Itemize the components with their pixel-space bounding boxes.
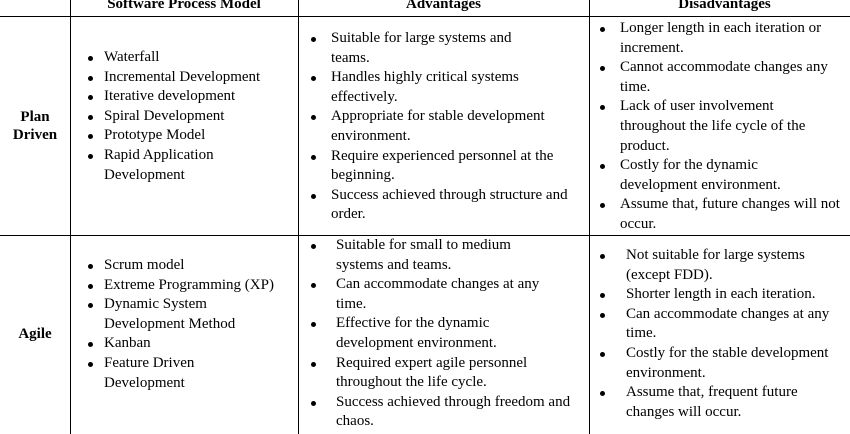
list-item: Suitable for large systems and teams. [311,29,546,68]
list-item: Require experienced personnel at the beg… [311,147,556,186]
row-divider [0,235,850,236]
list-item: Dynamic System Development Method [88,295,259,334]
list-item: Assume that, future changes will not occ… [600,195,845,234]
plan-driven-disadvantages-list: Longer length in each iteration or incre… [600,19,850,235]
list-item: Shorter length in each iteration. [600,285,850,305]
list-item: Success achieved through structure and o… [311,186,571,225]
list-item: Can accommodate changes at any time. [311,275,571,314]
list-item: Assume that, frequent future changes wil… [600,383,826,422]
agile-models-list: Scrum model Extreme Programming (XP) Dyn… [88,256,294,393]
header-divider [0,16,850,17]
list-item: Cannot accommodate changes any time. [600,58,850,97]
list-item: Not suitable for large systems (except F… [600,246,831,285]
agile-disadvantages-list: Not suitable for large systems (except F… [600,246,850,422]
list-item: Scrum model [88,256,294,276]
plan-driven-models-list: Waterfall Incremental Development Iterat… [88,48,294,185]
list-item: Can accommodate changes at any time. [600,305,850,344]
list-item: Required expert agile personnel througho… [311,354,551,393]
row-label-agile: Agile [18,326,52,342]
list-item: Extreme Programming (XP) [88,276,274,296]
list-item: Costly for the dynamic development envir… [600,156,820,195]
list-item: Feature Driven Development [88,354,224,393]
header-advantages: Advantages [405,0,481,12]
list-item: Spiral Development [88,107,294,127]
list-item: Prototype Model [88,126,294,146]
header-software-process-model: Software Process Model [107,0,261,12]
list-item: Appropriate for stable development envir… [311,107,571,146]
header-disadvantages: Disadvantages [678,0,771,12]
plan-driven-advantages-list: Suitable for large systems and teams. Ha… [311,29,571,225]
list-item: Iterative development [88,87,294,107]
list-item: Lack of user involvement throughout the … [600,97,835,156]
col-divider-1 [70,0,71,434]
list-item: Success achieved through freedom and cha… [311,393,571,432]
list-item: Handles highly critical systems effectiv… [311,68,546,107]
list-item: Rapid Application Development [88,146,239,185]
agile-advantages-list: Suitable for small to medium systems and… [311,236,576,432]
col-divider-3 [589,0,590,434]
col-divider-2 [298,0,299,434]
list-item: Effective for the dynamic development en… [311,314,536,353]
list-item: Costly for the stable development enviro… [600,344,850,383]
list-item: Suitable for small to medium systems and… [311,236,546,275]
list-item: Kanban [88,334,294,354]
list-item: Longer length in each iteration or incre… [600,19,850,58]
list-item: Incremental Development [88,68,294,88]
row-label-plan-driven: Plan Driven [12,109,58,143]
list-item: Waterfall [88,48,294,68]
